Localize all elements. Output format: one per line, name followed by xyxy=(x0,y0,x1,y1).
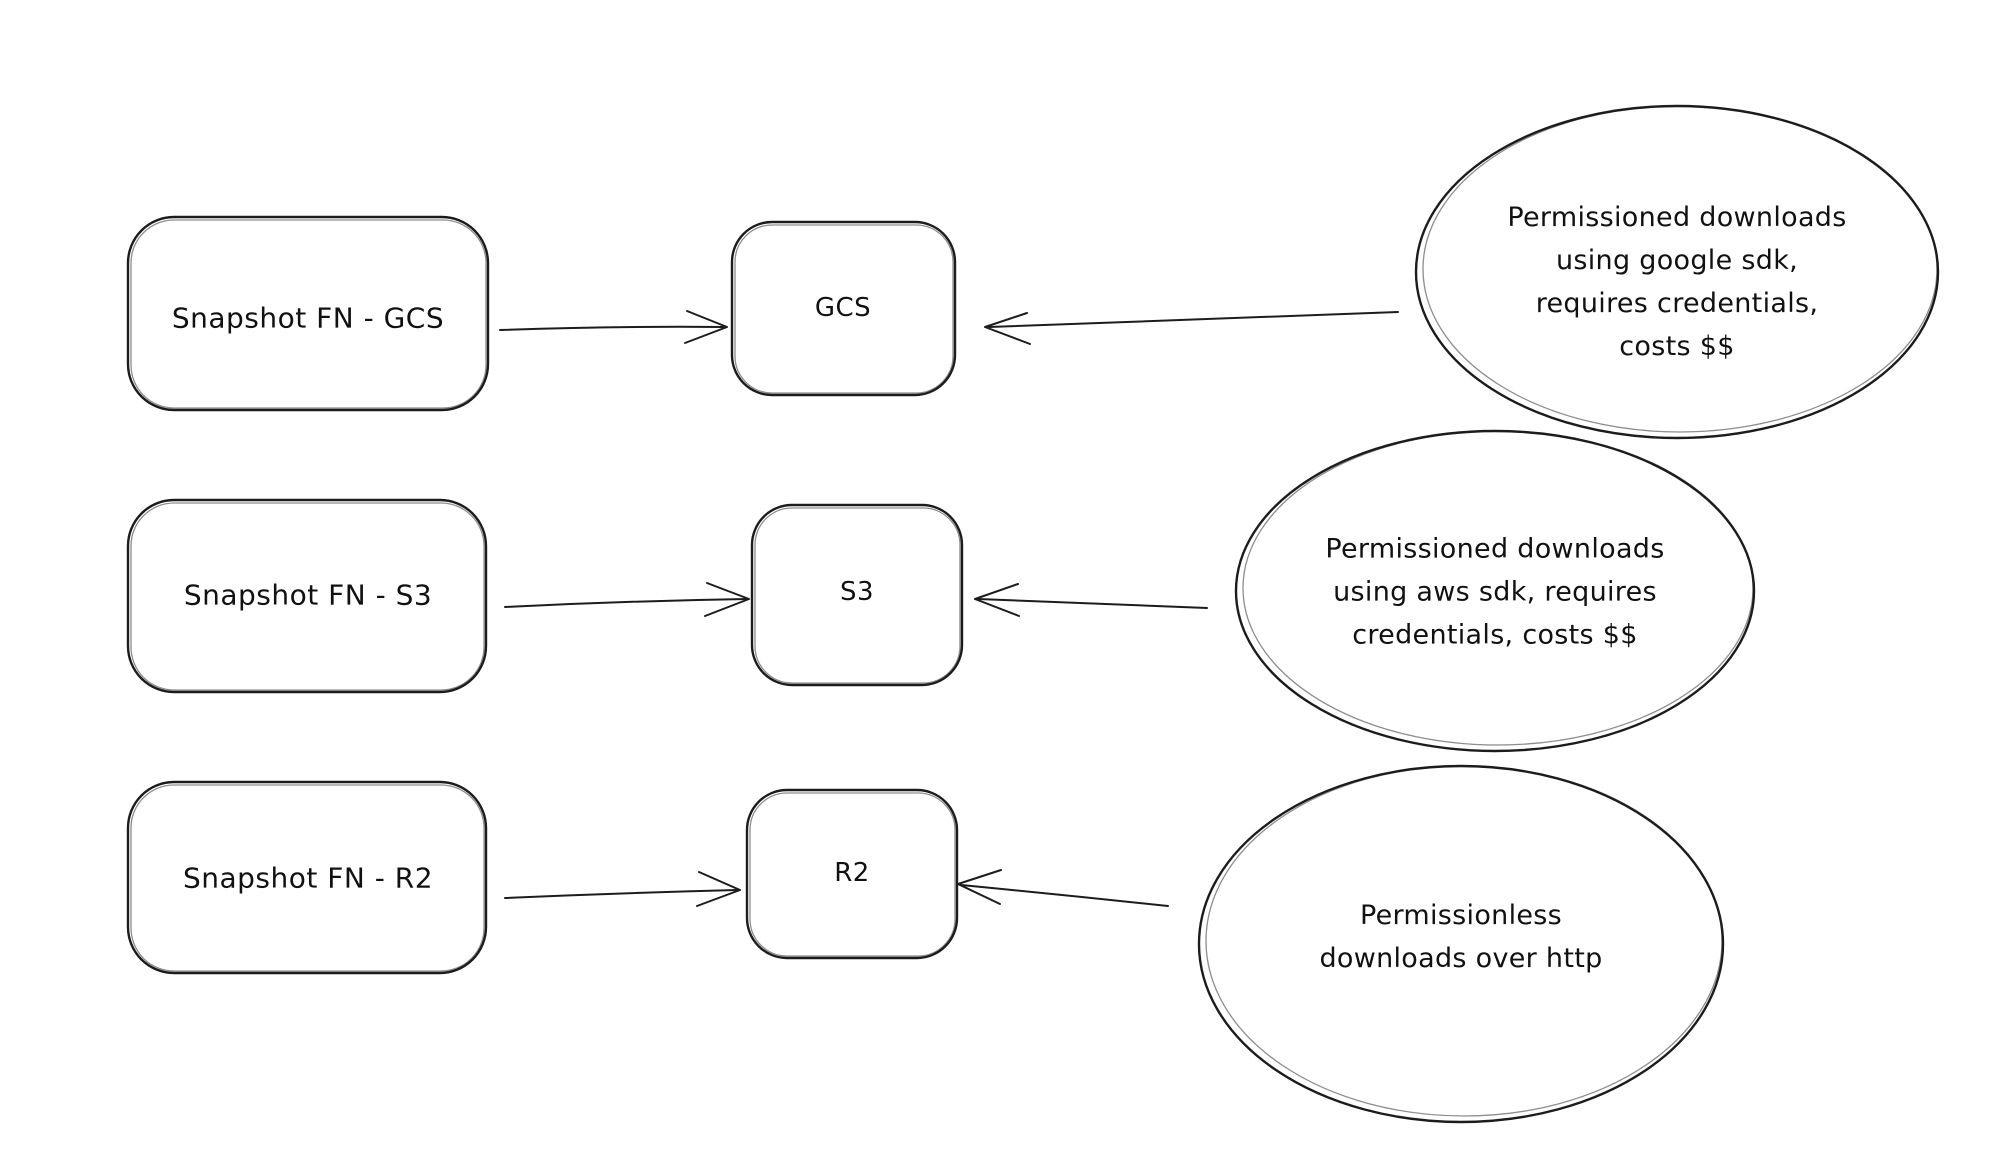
node-snapshot-fn-gcs-label: Snapshot FN - GCS xyxy=(171,301,445,335)
node-gcs-shape xyxy=(730,220,957,397)
edge-note-s3-to-s3 xyxy=(974,583,1208,617)
node-r2-label: R2 xyxy=(834,858,870,888)
note-s3-shape xyxy=(1234,429,1756,753)
note-r2-shape xyxy=(1197,764,1725,1124)
note-line: credentials, costs $$ xyxy=(1352,619,1638,651)
node-s3-label: S3 xyxy=(839,577,875,607)
note-line: using aws sdk, requires xyxy=(1333,576,1657,608)
node-snapshot-fn-s3-label: Snapshot FN - S3 xyxy=(183,578,433,612)
edge-note-gcs-to-gcs xyxy=(984,311,1399,345)
node-s3-shape xyxy=(750,503,964,687)
note-gcs-shape xyxy=(1414,104,1940,440)
note-line: Permissioned downloads xyxy=(1507,202,1847,233)
node-snapshot-fn-gcs-shape xyxy=(126,215,490,412)
node-snapshot-fn-r2-shape xyxy=(126,780,488,975)
note-line: downloads over http xyxy=(1319,943,1603,974)
edge-note-r2-to-r2 xyxy=(957,869,1169,907)
node-gcs-label: GCS xyxy=(814,293,872,323)
edge-snapshot-r2-to-r2 xyxy=(504,871,741,907)
edge-snapshot-gcs-to-gcs xyxy=(499,310,728,344)
note-gcs-text: Permissioned downloads using google sdk,… xyxy=(1507,196,1846,368)
note-r2-text: Permissionless downloads over http xyxy=(1319,894,1602,980)
note-line: Permissionless xyxy=(1359,900,1563,931)
note-line: Permissioned downloads xyxy=(1325,533,1665,565)
note-line: using google sdk, xyxy=(1555,245,1799,276)
node-r2-shape xyxy=(745,788,959,960)
node-snapshot-fn-s3-shape xyxy=(126,498,488,694)
note-line: requires credentials, xyxy=(1535,288,1819,319)
edge-snapshot-s3-to-s3 xyxy=(504,582,750,617)
note-line: costs $$ xyxy=(1619,331,1735,362)
note-s3-text: Permissioned downloads using aws sdk, re… xyxy=(1325,528,1664,657)
node-snapshot-fn-r2-label: Snapshot FN - R2 xyxy=(182,861,434,895)
